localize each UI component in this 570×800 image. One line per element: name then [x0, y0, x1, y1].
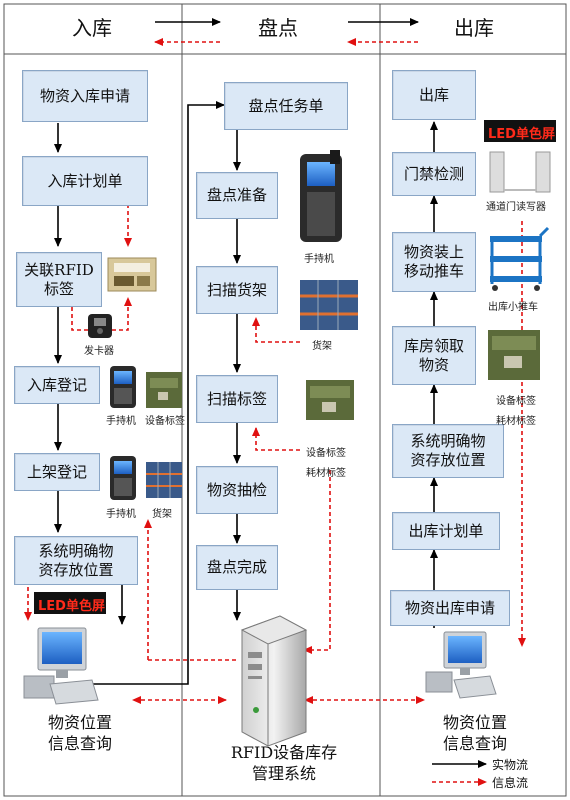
server-label: RFID设备库存 管理系统 — [230, 743, 338, 783]
step-load-cart: 物资装上 移动推车 — [392, 232, 476, 292]
device-tag-image-2 — [306, 380, 354, 420]
shelf-image-1 — [146, 462, 182, 498]
caption-device-tag-2: 设备标签 — [306, 448, 346, 459]
shelf-image-2 — [300, 280, 358, 330]
caption-handheld-1: 手持机 — [106, 416, 136, 427]
step-inventory-done: 盘点完成 — [196, 545, 278, 590]
caption-handheld-2: 手持机 — [106, 509, 136, 520]
step-scan-tag: 扫描标签 — [196, 375, 278, 423]
step-link-rfid-tag: 关联RFID 标签 — [16, 252, 102, 307]
header-outbound: 出库 — [454, 16, 494, 40]
step-confirm-location-in: 系统明确物 资存放位置 — [14, 536, 138, 585]
outer-frame — [3, 3, 567, 797]
led-text-2: LED单色屏 — [488, 127, 555, 142]
card-issuer-image — [88, 314, 112, 338]
step-outbound: 出库 — [392, 70, 476, 120]
step-inbound-application: 物资入库申请 — [22, 70, 148, 122]
handheld-image-3 — [300, 150, 342, 242]
query-left: 物资位置 信息查询 — [47, 713, 112, 753]
step-scan-shelf: 扫描货架 — [196, 266, 278, 314]
handheld-image-2 — [110, 456, 136, 500]
caption-device-tag-1: 设备标签 — [145, 416, 185, 427]
server-image — [240, 615, 308, 747]
handheld-image-1 — [110, 366, 136, 408]
step-sampling-check: 物资抽检 — [196, 466, 278, 514]
caption-card-issuer: 发卡器 — [84, 346, 114, 357]
led-text-1: LED单色屏 — [38, 599, 105, 614]
caption-cart: 出库小推车 — [488, 302, 538, 313]
device-tag-image-1 — [146, 372, 182, 408]
caption-device-tag-3: 设备标签 — [496, 396, 536, 407]
step-confirm-location-out: 系统明确物 资存放位置 — [392, 424, 504, 478]
computer-image-right — [425, 631, 497, 699]
inbound-physical-flow — [54, 101, 225, 685]
inventory-info-flow — [252, 317, 331, 654]
step-inbound-plan: 入库计划单 — [22, 156, 148, 206]
step-inventory-prepare: 盘点准备 — [196, 172, 278, 219]
header-inbound: 入库 — [72, 16, 112, 40]
step-outbound-application: 物资出库申请 — [390, 590, 510, 626]
step-shelving-register: 上架登记 — [14, 453, 100, 491]
step-outbound-plan: 出库计划单 — [392, 512, 500, 550]
reader-gate-image — [489, 151, 551, 193]
header-inventory: 盘点 — [258, 16, 298, 40]
caption-consumable-tag-3: 耗材标签 — [496, 416, 536, 427]
caption-handheld-3: 手持机 — [304, 254, 334, 265]
rfid-tag-image — [107, 257, 157, 292]
device-tag-image-3 — [488, 330, 540, 380]
step-inventory-task: 盘点任务单 — [224, 82, 348, 130]
caption-consumable-tag-2: 耗材标签 — [306, 468, 346, 479]
step-inbound-register: 入库登记 — [14, 366, 100, 404]
query-right: 物资位置 信息查询 — [442, 713, 507, 753]
led-display-image-1 — [34, 592, 106, 614]
step-gate-detection: 门禁检测 — [392, 152, 476, 196]
step-collect-materials: 库房领取 物资 — [392, 326, 476, 385]
caption-reader: 通道门读写器 — [486, 202, 546, 213]
caption-shelf-2: 货架 — [312, 341, 332, 352]
legend-info: 信息流 — [492, 776, 529, 790]
caption-shelf-1: 货架 — [152, 509, 172, 520]
cart-image — [490, 226, 550, 291]
legend-physical: 实物流 — [492, 758, 529, 772]
computer-image-left — [23, 627, 99, 705]
led-display-image-2 — [484, 120, 556, 142]
